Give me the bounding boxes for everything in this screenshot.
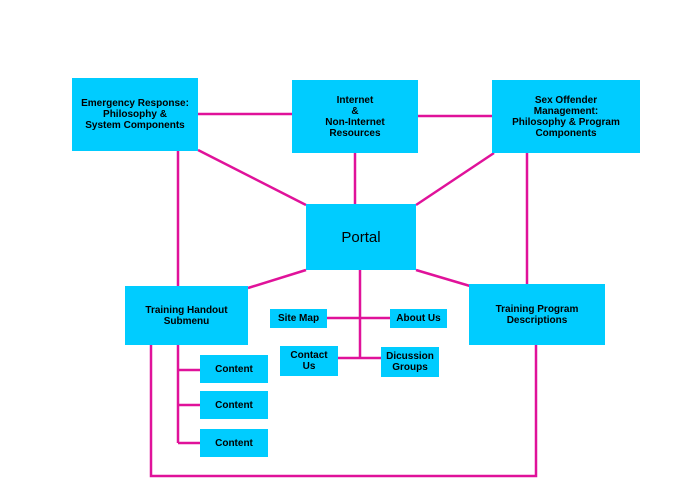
sex-offender-management-node[interactable]: Sex Offender Management: Philosophy & Pr…	[492, 80, 640, 153]
training-handout-submenu-node[interactable]: Training Handout Submenu	[125, 286, 248, 345]
bottom-loop-line	[149, 345, 538, 478]
emergency-to-portal-line	[197, 148, 307, 207]
content-node-1[interactable]: Content	[200, 355, 268, 383]
portal-node[interactable]: Portal	[306, 204, 416, 270]
content-node-2[interactable]: Content	[200, 391, 268, 419]
sex-offender-to-portal-line	[415, 151, 495, 207]
training-program-descriptions-node[interactable]: Training Program Descriptions	[469, 284, 605, 345]
contact-us-node[interactable]: Contact Us	[280, 346, 338, 376]
portal-to-training-program-line	[415, 268, 471, 288]
emergency-response-node[interactable]: Emergency Response: Philosophy & System …	[72, 78, 198, 151]
discussion-groups-node[interactable]: Dicussion Groups	[381, 347, 439, 377]
content-node-3[interactable]: Content	[200, 429, 268, 457]
portal-to-training-handout-line	[247, 268, 307, 290]
internet-resources-node[interactable]: Internet & Non-Internet Resources	[292, 80, 418, 153]
site-map-node[interactable]: Site Map	[270, 309, 327, 328]
about-us-node[interactable]: About Us	[390, 309, 447, 328]
